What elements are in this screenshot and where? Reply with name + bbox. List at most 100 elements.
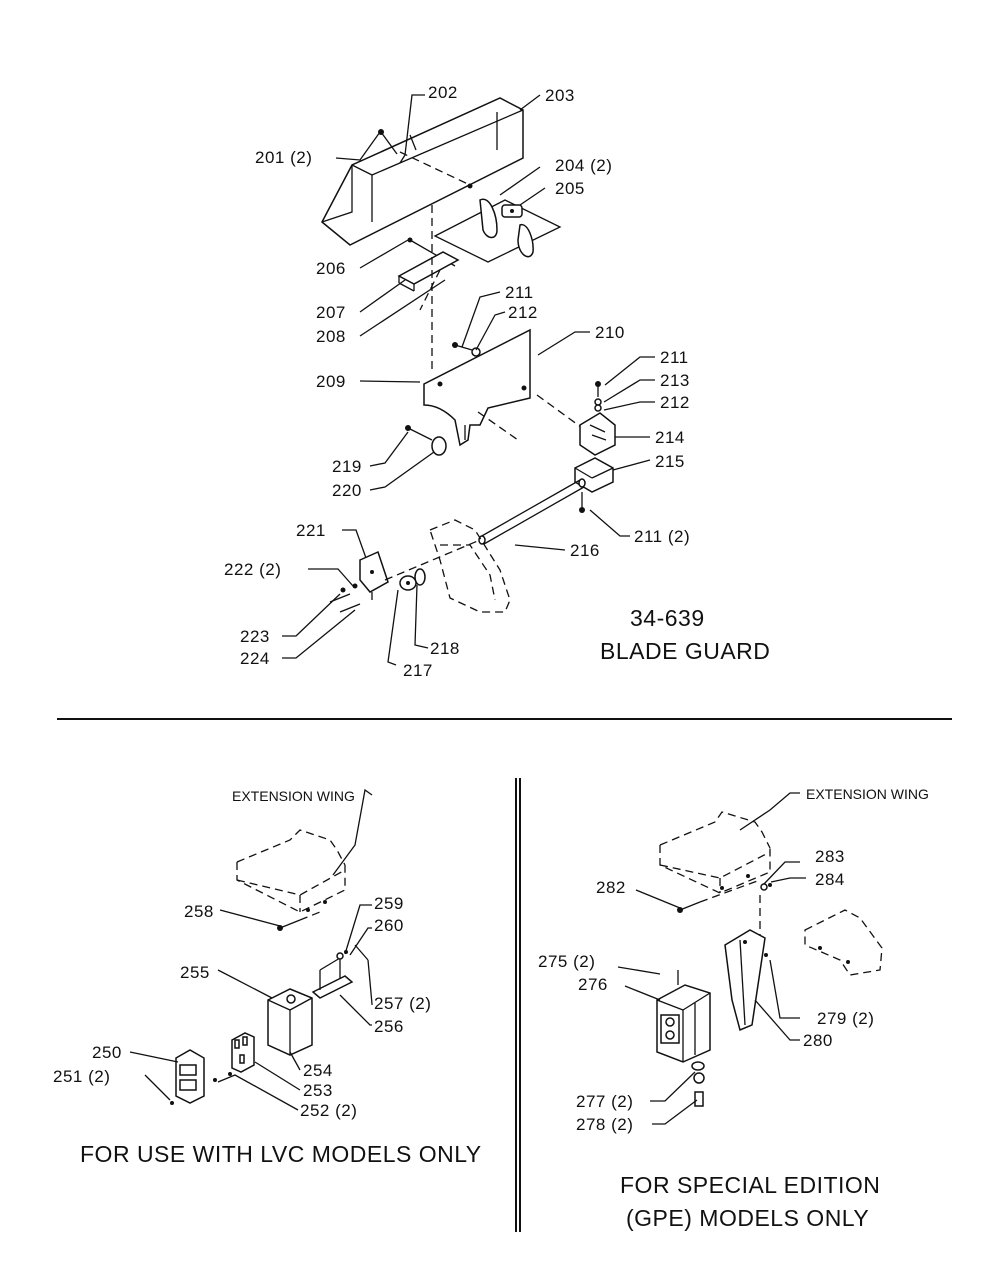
label-222: 222 (2) [224,560,281,579]
label-215: 215 [655,452,685,471]
extension-wing-label-lvc: EXTENSION WING [232,788,355,804]
part-257-screw-line [354,944,369,961]
section-divider-vertical [515,778,521,1232]
label-278: 278 (2) [576,1115,633,1134]
part-276-switch-box [656,984,711,1063]
extension-wing-lvc [236,829,346,913]
label-224: 224 [240,649,270,668]
label-275: 275 (2) [538,952,595,971]
label-279: 279 (2) [817,1009,874,1028]
part-252-screw [213,1078,217,1082]
leader-lines-gpe [617,861,806,1125]
assembly-line [536,394,586,431]
part-250-switch-plate [175,1049,205,1104]
label-259: 259 [374,894,404,913]
fence-rail-dashed [804,909,883,976]
label-250: 250 [92,1043,122,1062]
part-216-rod [478,478,586,545]
label-218: 218 [430,639,460,658]
label-253: 253 [303,1081,333,1100]
gpe-section: EXTENSION WING [538,786,929,1231]
label-206: 206 [316,259,346,278]
gpe-caption-line1: FOR SPECIAL EDITION [620,1172,880,1198]
part-204-205-hinge [433,198,562,263]
blade-guard-title: BLADE GUARD [600,638,770,664]
label-283: 283 [815,847,845,866]
label-202: 202 [428,83,458,102]
label-277: 277 (2) [576,1092,633,1111]
label-221: 221 [296,521,326,540]
hole-dot [467,183,473,189]
assembly-line [477,411,519,441]
part-221-bracket [329,550,389,613]
label-216: 216 [570,541,600,560]
part-217-218-nut-washer [399,568,426,591]
label-219: 219 [332,457,362,476]
part-252-screw-2 [228,1072,232,1076]
label-257: 257 (2) [374,994,431,1013]
extension-wing-label-gpe: EXTENSION WING [806,786,929,802]
label-208: 208 [316,327,346,346]
part-253-254-switch [231,1032,255,1073]
part-209-210-splitter [423,328,531,447]
part-284-nut [768,883,772,887]
blade-guard-section: 202 203 201 (2) 204 (2) 205 206 207 208 … [224,83,770,680]
label-256: 256 [374,1017,404,1036]
label-203: 203 [545,86,575,105]
part-206-207-208-bracket [397,237,460,292]
part-211-213-212-stack [594,381,602,412]
part-277-278-fasteners [691,1061,705,1107]
leader-lines [282,94,655,666]
saw-casting-outline [429,519,511,613]
part-256-bracket [311,957,354,999]
assembly-line [699,879,761,903]
label-204: 204 (2) [555,156,612,175]
extension-wing-gpe [659,811,771,894]
leader-extension-wing-lvc [332,788,373,876]
label-223: 223 [240,627,270,646]
lvc-caption: FOR USE WITH LVC MODELS ONLY [80,1141,482,1167]
part-280-bracket [724,929,768,1032]
label-280: 280 [803,1031,833,1050]
part-255-switch-box [267,988,313,1056]
label-212-b: 212 [660,393,690,412]
label-258: 258 [184,902,214,921]
part-258-screw [277,919,301,931]
label-276: 276 [578,975,608,994]
part-282-screw [677,901,701,913]
label-220: 220 [332,481,362,500]
part-251-screw [170,1101,174,1105]
label-205: 205 [555,179,585,198]
leader-extension-wing-gpe [739,792,800,831]
label-209: 209 [316,372,346,391]
label-210: 210 [595,323,625,342]
assembly-line [299,911,321,921]
part-203-guard-housing [321,97,524,246]
label-282: 282 [596,878,626,897]
label-201: 201 (2) [255,148,312,167]
label-211-a: 211 [505,283,534,302]
gpe-caption-line2: (GPE) MODELS ONLY [626,1205,869,1231]
leader-lines-lvc [129,904,373,1111]
lvc-section: EXTENSION WING [53,788,482,1167]
label-284: 284 [815,870,845,889]
part-259-washer [336,952,344,960]
label-251: 251 (2) [53,1067,110,1086]
assembly-line [384,539,481,581]
assembly-line [419,269,441,311]
label-254: 254 [303,1061,333,1080]
label-217: 217 [403,661,433,680]
part-211-212-screw [452,342,481,357]
label-211-c: 211 (2) [634,527,690,546]
label-260: 260 [374,916,404,935]
part-219-220-knob [405,425,447,456]
label-211-b: 211 [660,348,689,367]
label-255: 255 [180,963,210,982]
label-214: 214 [655,428,685,447]
label-252: 252 (2) [300,1101,357,1120]
label-212-a: 212 [508,303,538,322]
label-213: 213 [660,371,690,390]
part-214-block [579,412,616,456]
label-207: 207 [316,303,346,322]
